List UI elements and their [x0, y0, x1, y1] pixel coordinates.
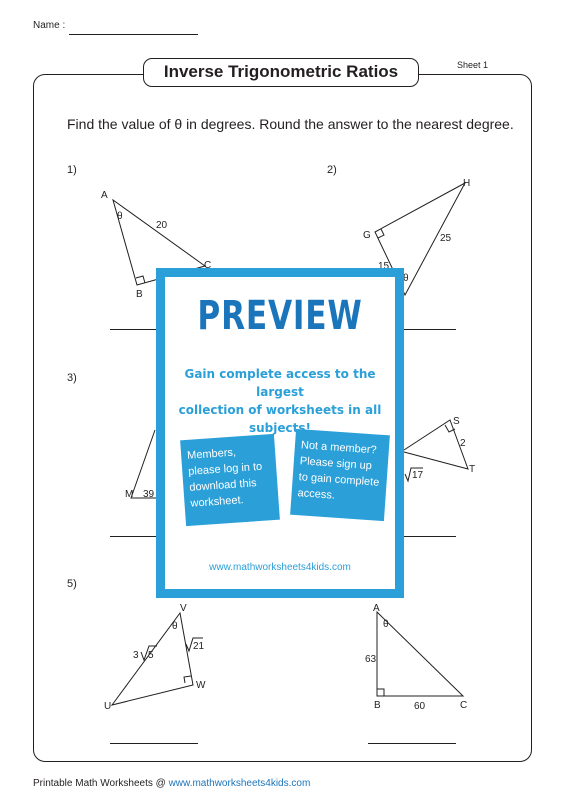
answer-line-3[interactable]: [110, 536, 198, 537]
label-6-B: B: [374, 700, 381, 711]
label-1-B: B: [136, 289, 143, 300]
label-2-leg: 15: [378, 261, 390, 272]
preview-line-1: Gain complete access to the largest: [184, 367, 376, 399]
problem-number-1: 1): [67, 164, 77, 176]
answer-line-6[interactable]: [368, 743, 456, 744]
answer-line-2[interactable]: [368, 329, 456, 330]
preview-line-2: collection of worksheets in all subjects…: [178, 403, 382, 435]
sheet-label: Sheet 1: [457, 60, 489, 70]
label-6-leg-1: 63: [365, 654, 377, 665]
preview-panel: PREVIEW Gain complete access to the larg…: [165, 277, 395, 589]
preview-url[interactable]: www.mathworksheets4kids.com: [209, 562, 351, 573]
footer-prefix: Printable Math Worksheets @: [33, 778, 169, 789]
label-5-theta: θ: [172, 621, 178, 632]
members-login-card[interactable]: Members, please log in to download this …: [180, 433, 280, 527]
triangle-4: [403, 419, 469, 470]
problem-number-5: 5): [67, 578, 77, 590]
triangle-5: [110, 611, 194, 706]
label-5-V: V: [180, 603, 187, 614]
problem-number-3: 3): [67, 372, 77, 384]
label-3-M: M: [125, 489, 133, 500]
label-5-coef: 3: [133, 650, 139, 661]
label-2-theta: θ: [403, 273, 409, 284]
instructions: Find the value of θ in degrees. Round th…: [67, 116, 514, 132]
label-6-A: A: [373, 603, 380, 614]
label-6-C: C: [460, 700, 467, 711]
label-2-hyp: 25: [440, 233, 452, 244]
footer: Printable Math Worksheets @ www.mathwork…: [33, 778, 310, 789]
label-1-A: A: [101, 190, 108, 201]
triangle-3: [130, 429, 160, 499]
label-5-radicand-2: 21: [193, 641, 205, 652]
triangle-6: [376, 610, 465, 697]
label-6-leg-2: 60: [414, 701, 426, 712]
name-label: Name :: [33, 20, 66, 31]
signup-card[interactable]: Not a member? Please sign up to gain com…: [290, 428, 390, 522]
name-line[interactable]: [69, 34, 198, 35]
label-4-radicand: 17: [412, 470, 424, 481]
footer-link[interactable]: www.mathworksheets4kids.com: [168, 778, 311, 789]
label-2-G: G: [363, 230, 371, 241]
label-1-theta: θ: [117, 211, 123, 222]
triangle-2: [374, 181, 467, 297]
label-4-S: S: [453, 416, 460, 427]
preview-title: PREVIEW: [197, 293, 363, 339]
label-2-H: H: [463, 178, 470, 189]
label-4-side: 2: [460, 438, 466, 449]
problem-number-2: 2): [327, 164, 337, 176]
answer-line-5[interactable]: [110, 743, 198, 744]
label-1-hyp: 20: [156, 220, 168, 231]
answer-line-1[interactable]: [110, 329, 198, 330]
label-4-T: T: [469, 464, 475, 475]
label-6-theta: θ: [383, 619, 389, 630]
label-5-radicand-1: 5: [148, 650, 154, 661]
answer-line-4[interactable]: [368, 536, 456, 537]
label-5-W: W: [196, 680, 206, 691]
label-3-side: 39: [143, 489, 155, 500]
label-1-C: C: [204, 260, 211, 271]
preview-overlay: PREVIEW Gain complete access to the larg…: [156, 268, 404, 598]
page-title: Inverse Trigonometric Ratios: [143, 58, 419, 87]
label-5-U: U: [104, 701, 111, 712]
preview-subtitle: Gain complete access to the largest coll…: [165, 365, 395, 437]
